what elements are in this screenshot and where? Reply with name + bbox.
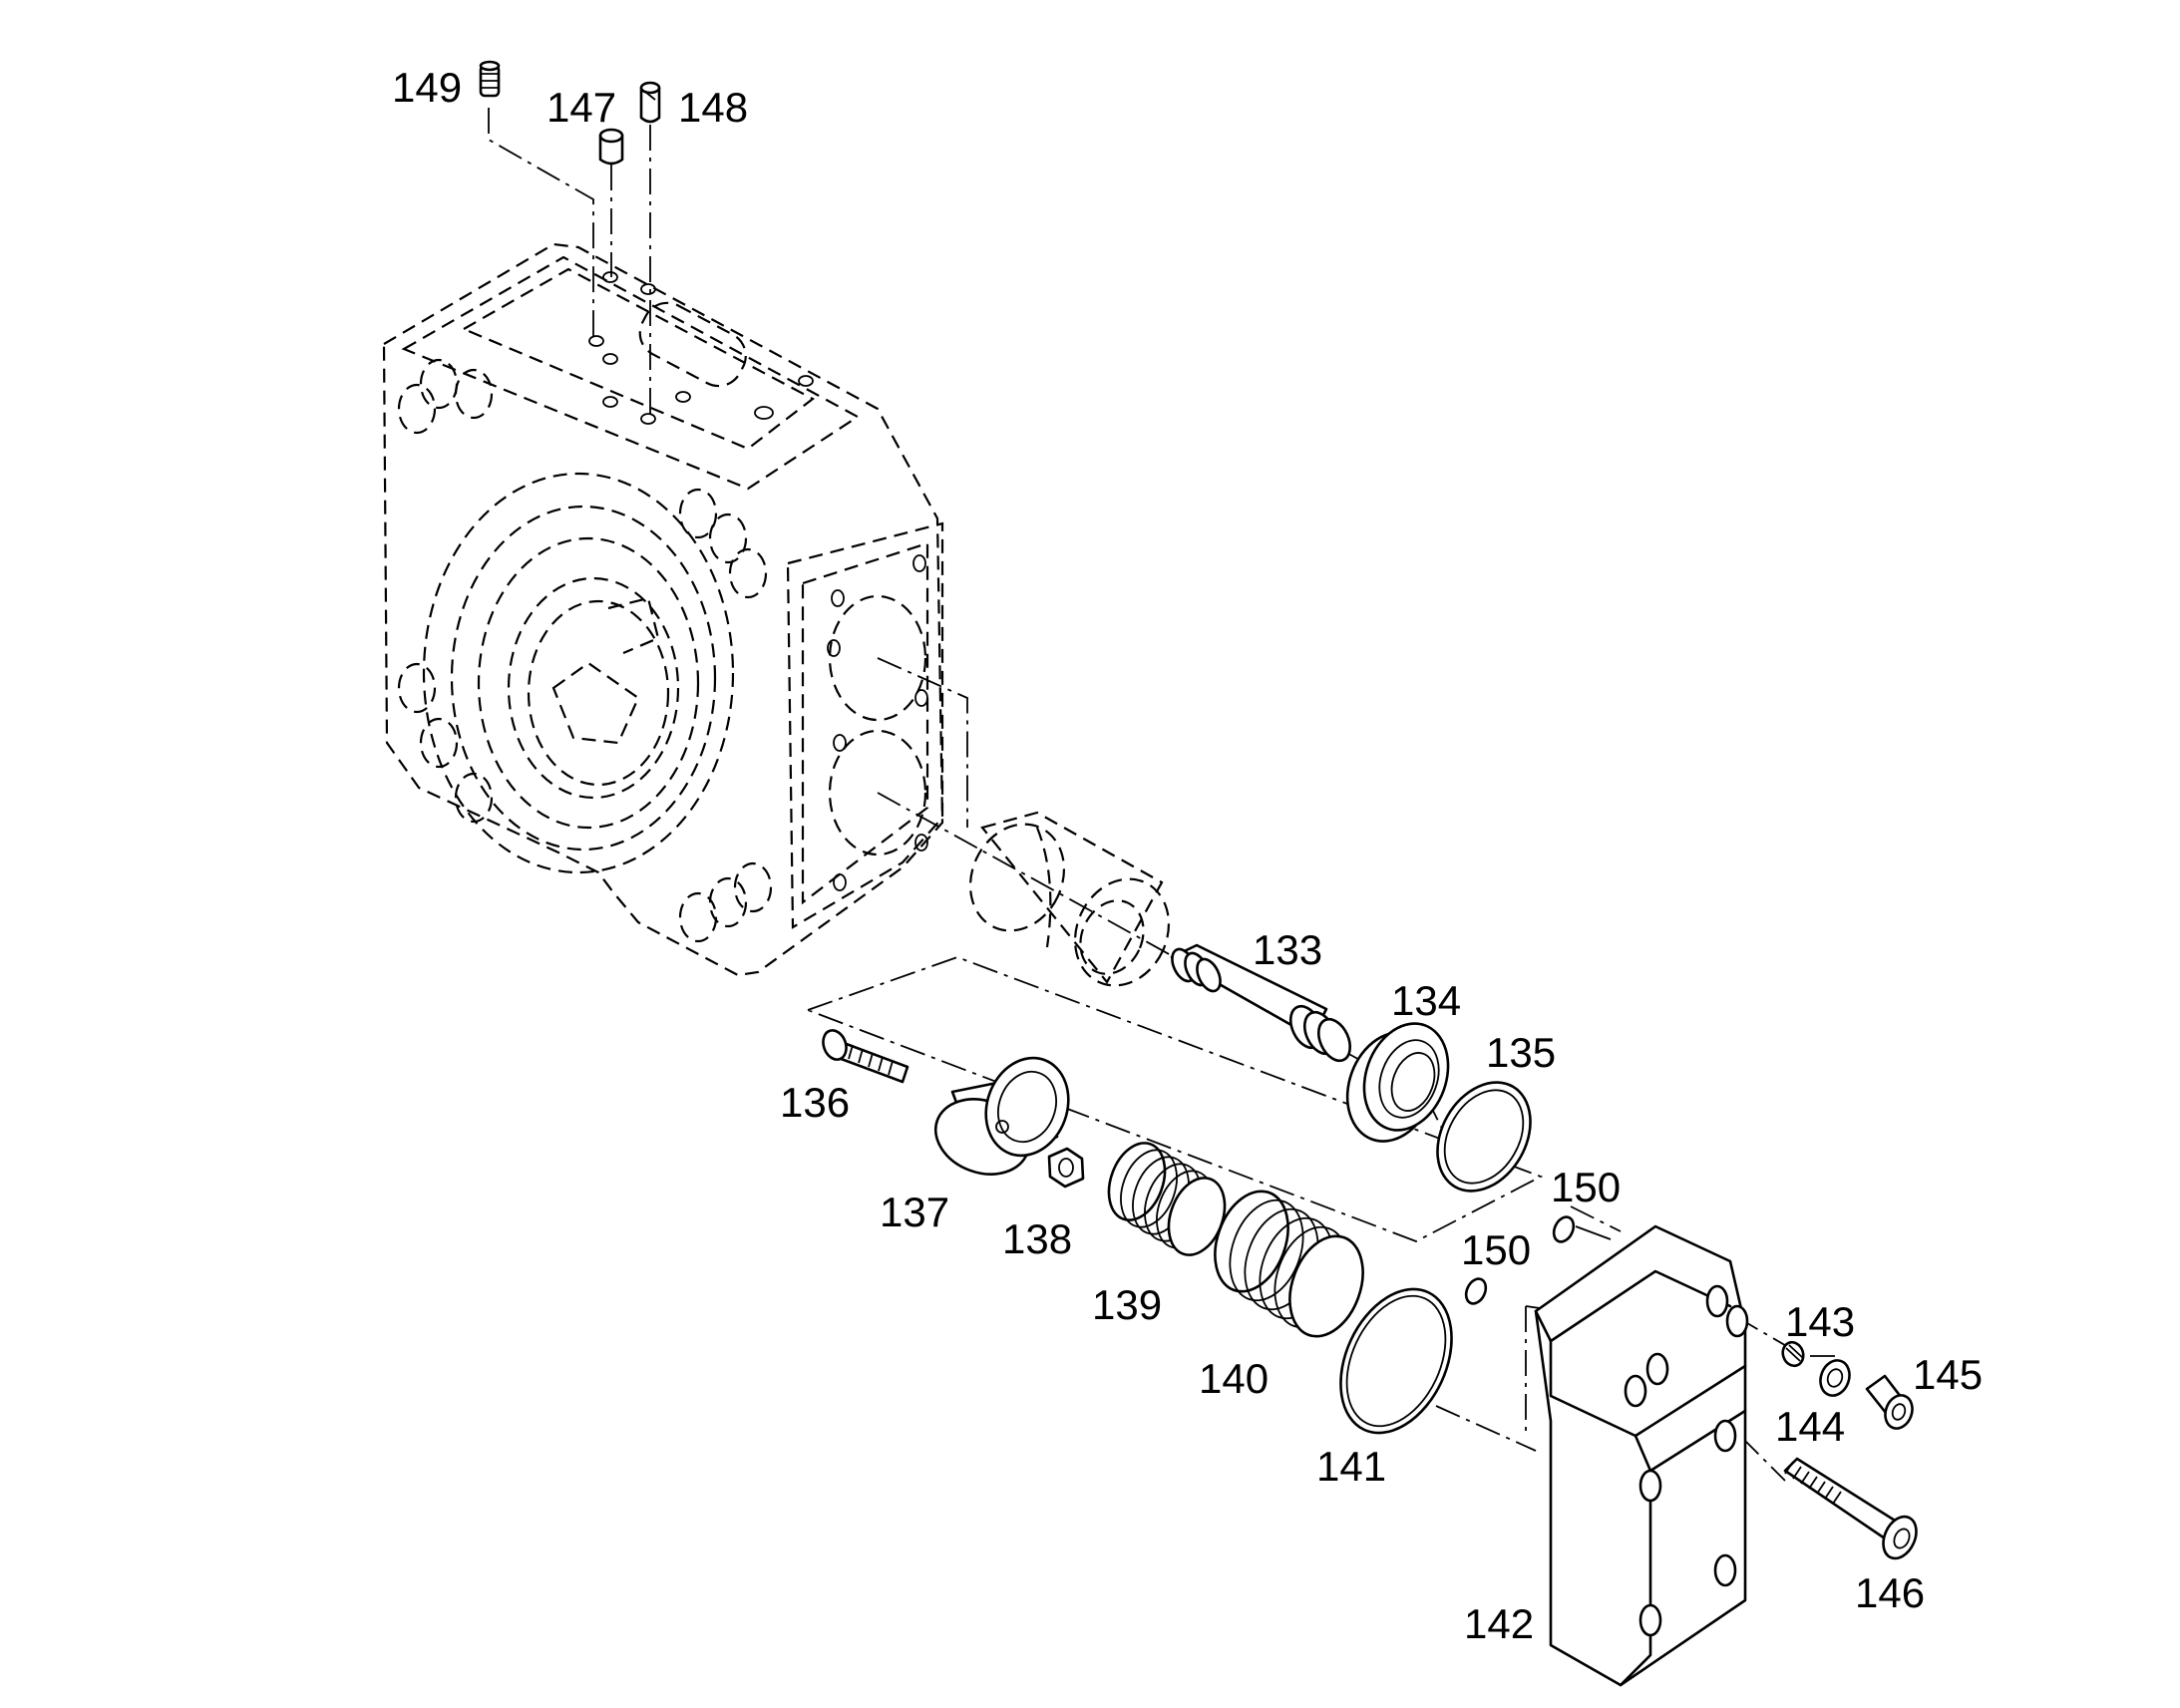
callout-133: 133 <box>1253 926 1322 973</box>
part-135-o-ring <box>1436 1081 1532 1193</box>
part-142-cover <box>1534 1224 1749 1687</box>
callout-150-upper: 150 <box>1551 1164 1621 1210</box>
callout-149: 149 <box>392 64 462 111</box>
callout-136: 136 <box>780 1079 850 1126</box>
pump-housing-phantom <box>382 242 944 977</box>
part-144-washer <box>1819 1359 1851 1397</box>
callout-145: 145 <box>1913 1351 1983 1398</box>
part-133-spool <box>1170 943 1352 1063</box>
part-148-plug <box>639 81 661 124</box>
callout-140: 140 <box>1199 1355 1269 1402</box>
part-139-spring <box>1107 1142 1227 1256</box>
callout-138: 138 <box>1002 1215 1072 1262</box>
part-136-screw <box>822 1029 909 1084</box>
part-143-set-screw <box>1781 1340 1805 1368</box>
callout-148: 148 <box>678 84 748 131</box>
part-141-o-ring <box>1339 1287 1453 1435</box>
callout-143: 143 <box>1785 1298 1855 1345</box>
callout-146: 146 <box>1855 1569 1925 1616</box>
callout-141: 141 <box>1316 1443 1386 1490</box>
part-138-nut <box>1047 1147 1085 1189</box>
callout-139: 139 <box>1092 1281 1162 1328</box>
callout-147: 147 <box>546 84 616 131</box>
part-145-plug <box>1865 1374 1914 1430</box>
part-149-set-screw <box>479 60 501 98</box>
callout-150-lower: 150 <box>1461 1226 1531 1273</box>
part-147-plug <box>598 128 624 166</box>
leader-lines <box>1575 1225 1835 1357</box>
part-140-spring <box>1214 1190 1364 1338</box>
callout-labels: 149 147 148 133 134 135 136 137 138 139 … <box>392 64 1983 1647</box>
part-137-valve-seat <box>933 1056 1070 1176</box>
part-134-retainer <box>1345 1022 1450 1143</box>
callout-142: 142 <box>1464 1600 1534 1647</box>
callout-144: 144 <box>1775 1403 1845 1450</box>
callout-135: 135 <box>1486 1029 1556 1076</box>
valve-sleeve-phantom <box>968 811 1171 987</box>
callout-134: 134 <box>1391 977 1461 1024</box>
part-150-o-ring-upper <box>1552 1215 1576 1243</box>
callout-137: 137 <box>880 1189 949 1235</box>
part-150-o-ring-lower <box>1464 1277 1488 1305</box>
part-146-cap-screw <box>1783 1457 1918 1560</box>
